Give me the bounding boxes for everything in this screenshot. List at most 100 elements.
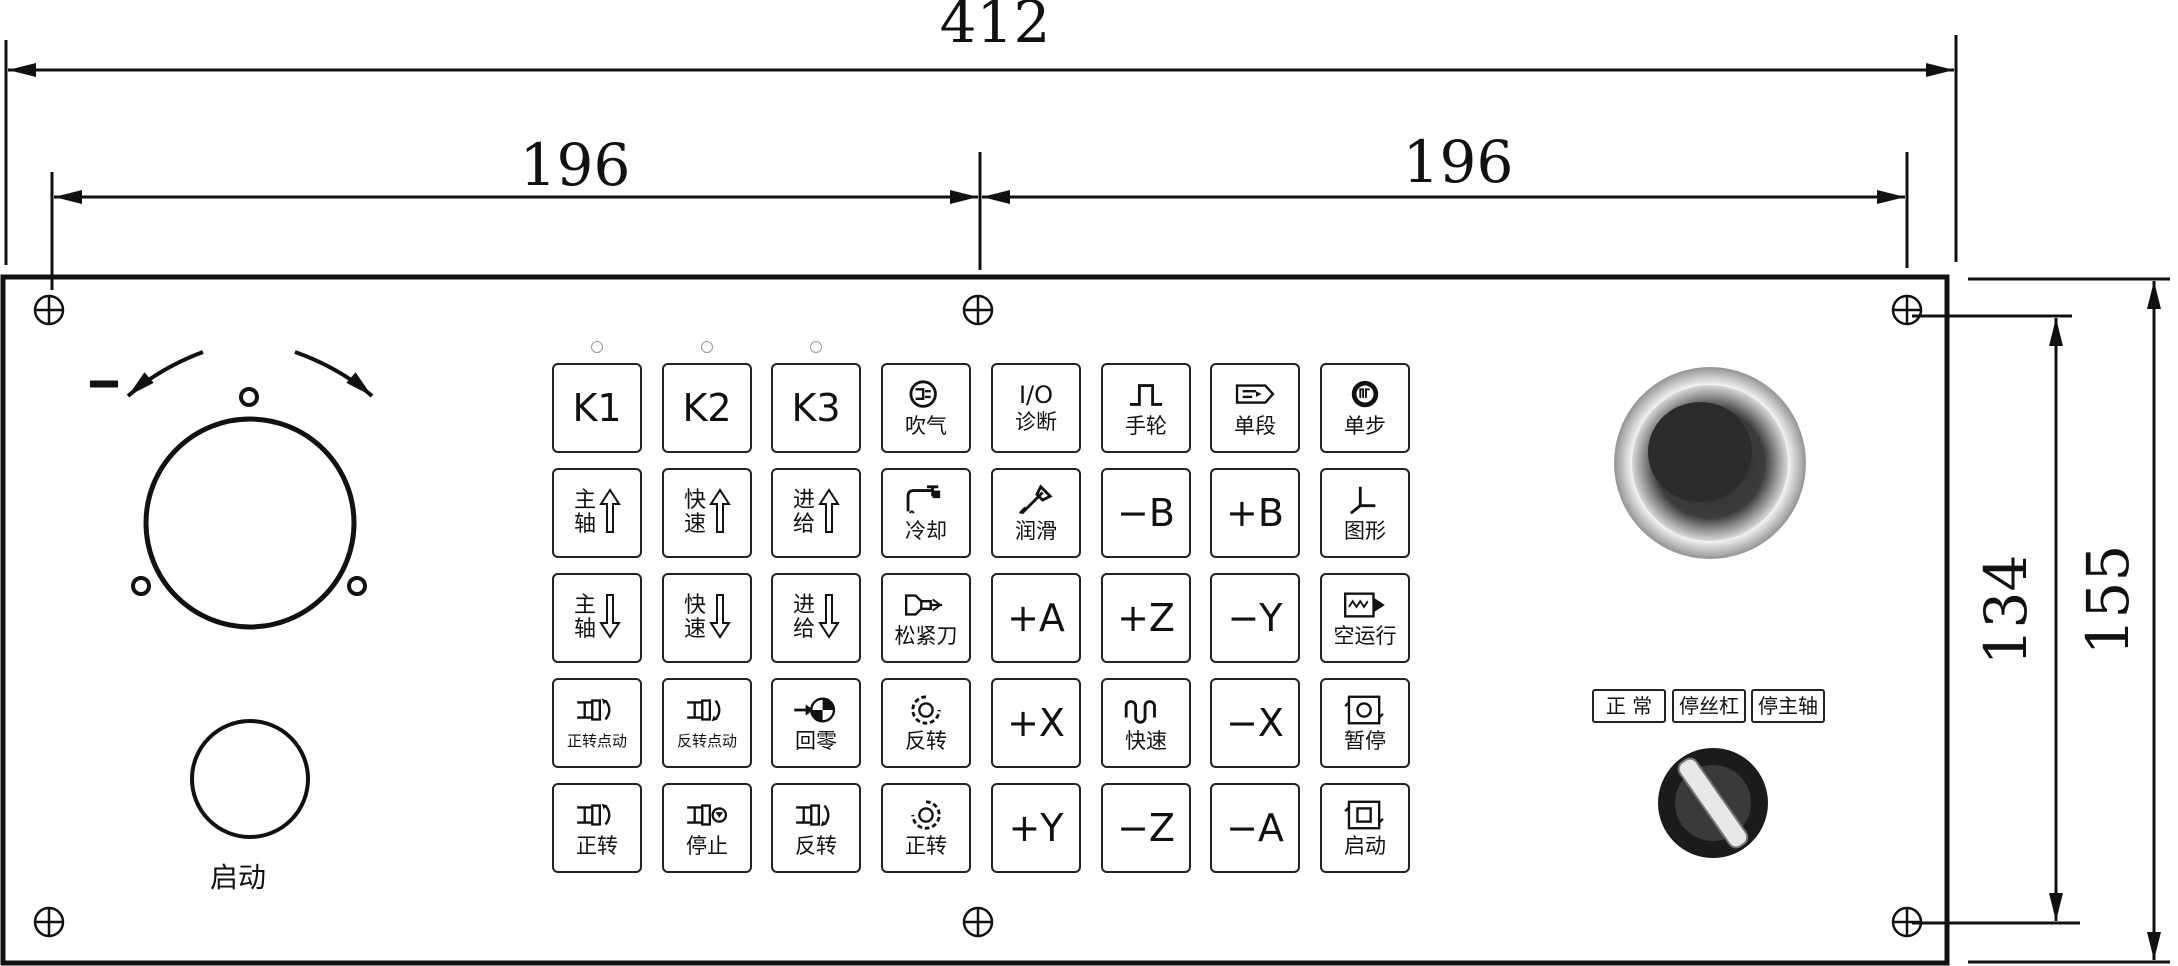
spindle-cw-jog-icon: [577, 698, 611, 721]
key-label: 快: [683, 593, 706, 618]
key-k1-button[interactable]: K1: [552, 363, 642, 453]
key-indicator-led: [591, 341, 603, 353]
key-override-down-2-0-button[interactable]: 主轴: [552, 573, 642, 663]
home-return-icon: [794, 697, 836, 723]
key-magazine-cw-button[interactable]: 正转: [881, 783, 971, 873]
key-plus-a-button[interactable]: +A: [991, 573, 1081, 663]
dim-overall-width: [4, 35, 1958, 265]
key-label: 给: [792, 512, 815, 537]
key-label: 诊断: [1015, 410, 1057, 434]
key-minus-x-button[interactable]: −X: [1210, 678, 1300, 768]
key-minus-b-button[interactable]: −B: [1101, 468, 1191, 558]
key-label: 吹气: [905, 414, 947, 438]
key-cycle-start-button[interactable]: 启动: [1320, 783, 1410, 873]
key-spindle-cw-button[interactable]: 正转: [552, 783, 642, 873]
key-override-down-2-1-button[interactable]: 快速: [662, 573, 752, 663]
key-override-up-1-0-button[interactable]: 主轴: [552, 468, 642, 558]
handwheel-pulse-icon: [1129, 384, 1163, 406]
dim-left-span-label: 196: [520, 131, 631, 199]
emergency-stop-button[interactable]: [1614, 367, 1806, 559]
key-label: 冷却: [905, 519, 947, 543]
dim-heights: [1912, 277, 2170, 964]
key-dry-run-button[interactable]: 空运行: [1320, 573, 1410, 663]
arrow-down-icon: [599, 593, 621, 643]
key-label: 轴: [573, 512, 596, 537]
key-switch[interactable]: [1658, 748, 1768, 858]
key-label: 反转: [795, 834, 837, 858]
key-label: 正转点动: [566, 732, 627, 750]
key-spindle-ccw-jog-button[interactable]: 反转点动: [662, 678, 752, 768]
mounting-screw-icon: [33, 294, 1923, 938]
mode-stop-leadscrew-label: 停丝杠: [1672, 689, 1746, 723]
start-button[interactable]: [190, 719, 310, 839]
key-override-down-2-2-button[interactable]: 进给: [771, 573, 861, 663]
spindle-ccw-jog-icon: [687, 699, 721, 722]
magazine-ccw-icon: [911, 695, 941, 725]
key-plus-b-button[interactable]: +B: [1210, 468, 1300, 558]
key-override-up-1-2-button[interactable]: 进给: [771, 468, 861, 558]
mode-normal-label: 正 常: [1592, 689, 1666, 723]
key-single-block-button[interactable]: 单段: [1210, 363, 1300, 453]
tool-clamp-icon: [904, 594, 943, 616]
arrow-up-icon: [599, 488, 621, 538]
key-plus-x-button[interactable]: +X: [991, 678, 1081, 768]
key-spindle-stop-button[interactable]: 停止: [662, 783, 752, 873]
key-minus-a-button[interactable]: −A: [1210, 783, 1300, 873]
key-air-blow-button[interactable]: 吹气: [881, 363, 971, 453]
key-label: 给: [792, 617, 815, 642]
dim-outer-height-label: 155: [2074, 545, 2142, 656]
key-label: 进: [792, 488, 815, 513]
key-label: 松紧刀: [894, 624, 958, 648]
dim-overall-width-label: 412: [940, 0, 1051, 56]
key-k2-button[interactable]: K2: [662, 363, 752, 453]
key-label: 主: [573, 488, 596, 513]
key-plus-y-button[interactable]: +Y: [991, 783, 1081, 873]
key-lubrication-button[interactable]: 润滑: [991, 468, 1081, 558]
mode-stop-spindle-label: 停主轴: [1751, 689, 1825, 723]
key-home-return-button[interactable]: 回零: [771, 678, 861, 768]
key-label: 回零: [795, 729, 837, 753]
key-label: 启动: [1344, 834, 1386, 858]
arrow-up-icon: [709, 488, 731, 538]
key-label: 单段: [1234, 414, 1276, 438]
key-label: 停止: [686, 834, 728, 858]
key-label: 快: [683, 488, 706, 513]
lubrication-icon: [1018, 484, 1053, 515]
single-block-icon: [1235, 384, 1275, 404]
key-label: 单步: [1344, 414, 1386, 438]
arrow-down-icon: [818, 593, 840, 643]
key-label: 主: [573, 593, 596, 618]
key-single-step-button[interactable]: 单步: [1320, 363, 1410, 453]
key-magazine-ccw-button[interactable]: 反转: [881, 678, 971, 768]
key-indicator-led: [701, 341, 713, 353]
key-label: 速: [683, 512, 706, 537]
key-rapid-button[interactable]: 快速: [1101, 678, 1191, 768]
key-label: −Z: [1117, 806, 1175, 850]
key-spindle-ccw-button[interactable]: 反转: [771, 783, 861, 873]
key-override-up-1-1-button[interactable]: 快速: [662, 468, 752, 558]
key-k3-button[interactable]: K3: [771, 363, 861, 453]
single-step-icon: [1351, 380, 1379, 408]
key-coolant-button[interactable]: 冷却: [881, 468, 971, 558]
key-plus-z-button[interactable]: +Z: [1101, 573, 1191, 663]
key-minus-z-button[interactable]: −Z: [1101, 783, 1191, 873]
key-label: +Y: [1008, 806, 1064, 850]
key-feed-hold-button[interactable]: 暂停: [1320, 678, 1410, 768]
key-minus-y-button[interactable]: −Y: [1210, 573, 1300, 663]
key-label: K2: [682, 386, 732, 430]
key-label: 图形: [1344, 519, 1386, 543]
override-dial[interactable]: [90, 350, 374, 630]
graphics-icon: [1349, 486, 1376, 515]
key-graphics-button[interactable]: 图形: [1320, 468, 1410, 558]
key-handwheel-pulse-button[interactable]: 手轮: [1101, 363, 1191, 453]
key-label: 润滑: [1015, 519, 1057, 543]
key-label: 手轮: [1125, 414, 1167, 438]
key-spindle-cw-jog-button[interactable]: 正转点动: [552, 678, 642, 768]
key-label: 正转: [905, 834, 947, 858]
arrow-down-icon: [709, 593, 731, 643]
key-label: 速: [683, 617, 706, 642]
key-tool-clamp-button[interactable]: 松紧刀: [881, 573, 971, 663]
start-button-label: 启动: [210, 861, 267, 894]
